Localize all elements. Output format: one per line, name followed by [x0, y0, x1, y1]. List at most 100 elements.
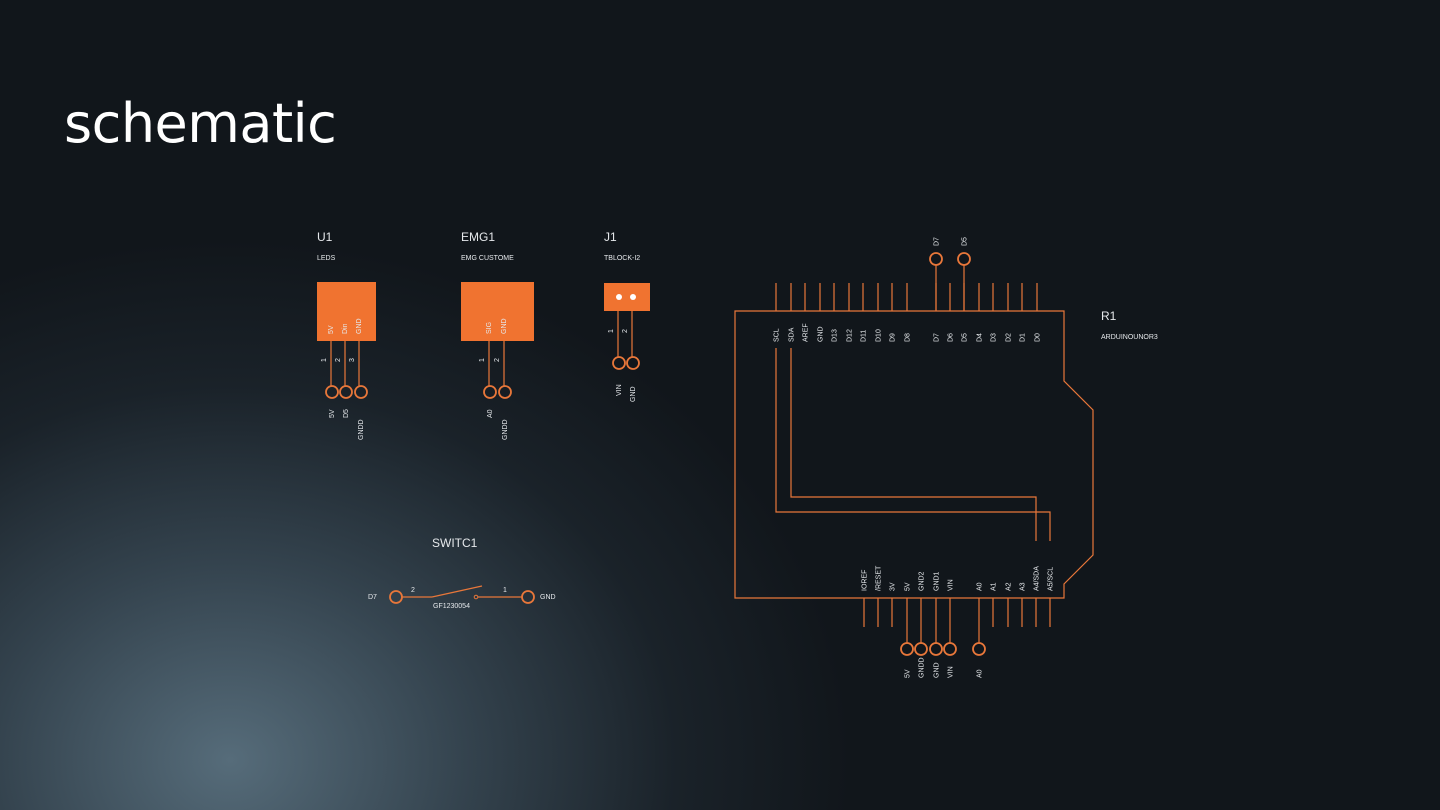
r1-bottom-net-label-5v: 5V — [905, 669, 912, 678]
switc1-left-net: D7 — [368, 594, 377, 601]
r1-top-label-d12: D12 — [847, 329, 854, 342]
component-switc1[interactable]: SWITC1 D7 2 1 GND GF1230054 — [368, 536, 556, 610]
r1-bottom-label-a2: A2 — [1006, 582, 1013, 591]
switc1-pin-right: 1 — [503, 587, 507, 594]
u1-pin-num-2: 2 — [335, 358, 342, 362]
switc1-pad-right[interactable] — [521, 590, 535, 604]
r1-bottom-label-a4-sda: A4/SDA — [1034, 566, 1041, 591]
r1-value: ARDUINOUNOR3 — [1101, 334, 1158, 341]
u1-ref: U1 — [317, 230, 333, 244]
component-u1[interactable]: U1 LEDS 5V Din GND 1 2 3 5V D5 GNDD — [317, 230, 376, 440]
r1-bottom-pad-gnd[interactable] — [929, 642, 943, 656]
r1-net-label-d5: D5 — [962, 237, 969, 246]
r1-board-outline — [734, 310, 1094, 599]
r1-top-label-aref: AREF — [803, 323, 810, 342]
r1-bottom-pad-vin[interactable] — [943, 642, 957, 656]
j1-terminal-2 — [630, 294, 636, 300]
r1-pad-d7[interactable] — [929, 252, 943, 266]
r1-trace-scl — [775, 348, 1051, 541]
r1-top-label-d9: D9 — [890, 333, 897, 342]
j1-terminal-1 — [616, 294, 622, 300]
r1-top-label-d6: D6 — [948, 333, 955, 342]
r1-bottom-label-gnd2: GND2 — [919, 571, 926, 591]
u1-pin-num-3: 3 — [349, 358, 356, 362]
emg1-net-1: A0 — [487, 409, 494, 418]
switc1-contact — [473, 594, 479, 600]
u1-pad-2[interactable] — [339, 385, 353, 399]
r1-bottom-label-a3: A3 — [1020, 582, 1027, 591]
u1-pad-1[interactable] — [325, 385, 339, 399]
j1-net-1: VIN — [616, 384, 623, 396]
emg1-net-2: GNDD — [502, 419, 509, 440]
j1-body — [604, 283, 650, 311]
r1-top-label-d7: D7 — [934, 333, 941, 342]
u1-net-2: D5 — [343, 409, 350, 418]
switc1-pin-left: 2 — [411, 587, 415, 594]
switc1-pad-left[interactable] — [389, 590, 403, 604]
r1-bottom-pad-a0[interactable] — [972, 642, 986, 656]
emg1-pin-name-1: SIG — [486, 322, 493, 334]
j1-pad-2[interactable] — [626, 356, 640, 370]
r1-bottom-label-ioref: IOREF — [862, 570, 869, 591]
r1-top-label-gnd: GND — [818, 326, 825, 342]
u1-pin-name-3: GND — [356, 318, 363, 334]
emg1-ref: EMG1 — [461, 230, 495, 244]
r1-top-label-d2: D2 — [1006, 333, 1013, 342]
emg1-pin-num-1: 1 — [479, 358, 486, 362]
r1-bottom-label-a0: A0 — [977, 582, 984, 591]
emg1-pad-2[interactable] — [498, 385, 512, 399]
u1-pin-name-2: Din — [342, 323, 349, 334]
r1-top-label-d13: D13 — [832, 329, 839, 342]
r1-pad-d5[interactable] — [957, 252, 971, 266]
switc1-lever — [431, 585, 483, 598]
u1-pad-3[interactable] — [354, 385, 368, 399]
j1-ref: J1 — [604, 230, 617, 244]
r1-bottom-pad-5v[interactable] — [900, 642, 914, 656]
r1-bottom-label-reset: /RESET — [876, 565, 883, 591]
u1-pin-num-1: 1 — [321, 358, 328, 362]
r1-top-label-d3: D3 — [991, 333, 998, 342]
emg1-pad-1[interactable] — [483, 385, 497, 399]
r1-bottom-label-a1: A1 — [991, 582, 998, 591]
r1-top-label-d10: D10 — [876, 329, 883, 342]
u1-net-1: 5V — [329, 409, 336, 418]
r1-bottom-label-vin: VIN — [948, 579, 955, 591]
r1-top-label-d5: D5 — [962, 333, 969, 342]
r1-top-label-scl: SCL — [774, 328, 781, 342]
r1-top-label-d0: D0 — [1035, 333, 1042, 342]
r1-top-label-d4: D4 — [977, 333, 984, 342]
r1-bottom-pad-gndd[interactable] — [914, 642, 928, 656]
r1-bottom-net-label-a0: A0 — [977, 669, 984, 678]
emg1-pin-num-2: 2 — [494, 358, 501, 362]
j1-pin-num-1: 1 — [608, 329, 615, 333]
emg1-body — [461, 282, 534, 341]
r1-net-label-d7: D7 — [934, 237, 941, 246]
r1-bottom-label-3v: 3V — [890, 582, 897, 591]
component-emg1[interactable]: EMG1 EMG CUSTOME SIG GND 1 2 A0 GNDD — [461, 230, 534, 440]
component-j1[interactable]: J1 TBLOCK-I2 1 2 VIN GND — [604, 230, 650, 402]
r1-top-label-sda: SDA — [789, 327, 796, 342]
r1-bottom-label-a5-scl: A5/SCL — [1048, 567, 1055, 591]
r1-trace-sda — [790, 348, 1037, 541]
r1-top-nets: D7 D5 — [929, 237, 971, 311]
r1-ref: R1 — [1101, 309, 1117, 323]
j1-pin-num-2: 2 — [622, 329, 629, 333]
r1-bottom-net-label-gnd: GND — [934, 662, 941, 678]
switc1-ref: SWITC1 — [432, 536, 478, 550]
u1-body — [317, 282, 376, 341]
u1-net-3: GNDD — [358, 419, 365, 440]
j1-pad-1[interactable] — [612, 356, 626, 370]
switc1-value: GF1230054 — [433, 603, 470, 610]
r1-bottom-label-5v: 5V — [905, 582, 912, 591]
page-title: schematic — [64, 92, 337, 155]
r1-bottom-nets: 5V GNDD GND VIN A0 — [900, 627, 986, 678]
emg1-value: EMG CUSTOME — [461, 255, 514, 262]
r1-bottom-net-label-vin: VIN — [948, 666, 955, 678]
u1-value: LEDS — [317, 255, 336, 262]
j1-net-2: GND — [630, 386, 637, 402]
r1-bottom-net-label-gndd: GNDD — [919, 657, 926, 678]
